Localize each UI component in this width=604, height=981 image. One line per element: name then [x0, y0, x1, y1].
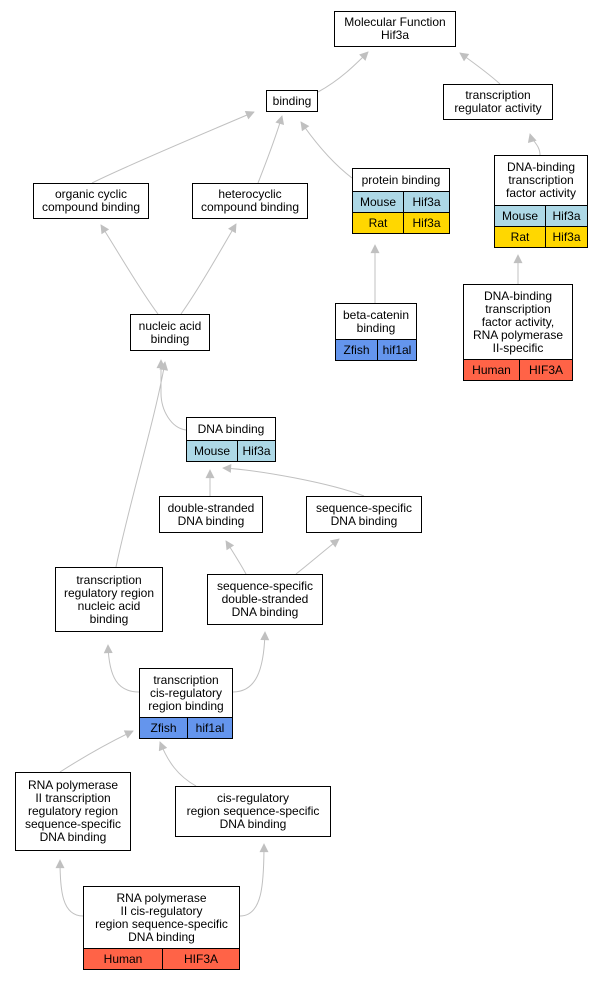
gene-cell: HIF3A	[162, 949, 239, 969]
is-a-edge	[158, 741, 197, 787]
node-label: sequence-specific DNA binding	[315, 500, 413, 528]
gene-cell: Hif3a	[545, 227, 587, 247]
species-cell: Zfish	[140, 718, 187, 738]
species-row-zfish: Zfish hif1al	[140, 717, 232, 738]
is-a-edge	[459, 52, 501, 85]
species-row-zfish: Zfish hif1al	[336, 339, 416, 360]
gene-cell: HIF3A	[519, 360, 572, 380]
node-cis-regulatory-region-sequence-specific-dna-binding[interactable]: cis-regulatory region sequence-specific …	[175, 786, 331, 837]
gene-cell: Hif3a	[237, 441, 275, 461]
is-a-edge	[115, 361, 169, 568]
is-a-edge	[239, 843, 269, 917]
node-transcription-regulatory-region-nucleic-acid-binding[interactable]: transcription regulatory region nucleic …	[55, 567, 163, 632]
is-a-edge	[257, 115, 285, 184]
gene-cell: Hif3a	[403, 192, 449, 212]
species-cell: Zfish	[336, 340, 377, 360]
is-a-edge	[156, 359, 187, 431]
node-transcription-regulator-activity[interactable]: transcription regulator activity	[443, 84, 553, 120]
is-a-edge	[103, 644, 140, 693]
is-a-edge	[225, 540, 247, 575]
node-label: heterocyclic compound binding	[200, 187, 300, 214]
species-cell: Mouse	[353, 192, 403, 212]
node-beta-catenin-binding[interactable]: beta-catenin binding Zfish hif1al	[335, 303, 417, 361]
node-label: sequence-specific double-stranded DNA bi…	[216, 579, 314, 619]
node-rna-pol-ii-cis-regulatory-region-dna-binding[interactable]: RNA polymerase II cis-regulatory region …	[83, 886, 240, 970]
species-row-mouse: Mouse Hif3a	[187, 440, 275, 461]
node-label: transcription regulatory region nucleic …	[63, 572, 155, 626]
is-a-edge	[180, 223, 237, 315]
node-sequence-specific-dna-binding[interactable]: sequence-specific DNA binding	[306, 496, 422, 533]
species-cell: Human	[464, 360, 519, 380]
node-rna-pol-ii-transcription-regulatory-region-dna-binding[interactable]: RNA polymerase II transcription regulato…	[15, 772, 131, 851]
node-label: RNA polymerase II transcription regulato…	[24, 778, 122, 844]
node-dna-binding[interactable]: DNA binding Mouse Hif3a	[186, 417, 276, 462]
species-row-mouse: Mouse Hif3a	[353, 191, 449, 212]
node-heterocyclic-compound-binding[interactable]: heterocyclic compound binding	[192, 183, 308, 219]
node-molecular-function[interactable]: Molecular Function Hif3a	[334, 11, 456, 47]
node-sequence-specific-double-stranded-dna-binding[interactable]: sequence-specific double-stranded DNA bi…	[207, 574, 323, 625]
gene-cell: hif1al	[377, 340, 416, 360]
is-a-edge	[55, 859, 84, 917]
is-a-edge	[317, 51, 369, 93]
gene-cell: hif1al	[187, 718, 232, 738]
is-a-edge	[232, 631, 270, 693]
species-cell: Rat	[353, 213, 403, 233]
species-cell: Human	[84, 949, 162, 969]
is-a-edge	[59, 730, 134, 773]
node-nucleic-acid-binding[interactable]: nucleic acid binding	[130, 314, 210, 351]
is-a-edge	[100, 224, 159, 315]
species-row-mouse: Mouse Hif3a	[495, 205, 587, 226]
species-row-human: Human HIF3A	[464, 359, 572, 380]
node-transcription-cis-regulatory-region-binding[interactable]: transcription cis-regulatory region bind…	[139, 668, 233, 739]
is-a-edge	[300, 121, 353, 179]
node-label: beta-catenin binding	[342, 307, 410, 335]
node-dna-binding-transcription-factor-activity-rna-pol-ii[interactable]: DNA-binding transcription factor activit…	[463, 284, 573, 381]
node-label: nucleic acid binding	[138, 318, 202, 346]
species-cell: Rat	[495, 227, 545, 247]
gene-cell: Hif3a	[403, 213, 449, 233]
species-row-human: Human HIF3A	[84, 948, 239, 969]
node-organic-cyclic-compound-binding[interactable]: organic cyclic compound binding	[33, 183, 149, 219]
node-label: Molecular Function Hif3a	[344, 15, 446, 42]
node-label: organic cyclic compound binding	[41, 187, 141, 214]
species-cell: Mouse	[187, 441, 237, 461]
node-label: double-stranded DNA binding	[167, 500, 255, 528]
node-label: RNA polymerase II cis-regulatory region …	[95, 890, 228, 944]
species-row-rat: Rat Hif3a	[495, 226, 587, 247]
node-label: transcription cis-regulatory region bind…	[148, 672, 224, 713]
is-a-edge	[527, 133, 541, 156]
is-a-edge	[295, 538, 340, 575]
species-row-rat: Rat Hif3a	[353, 212, 449, 233]
node-label: DNA binding	[197, 421, 265, 436]
node-label: transcription regulator activity	[454, 88, 542, 115]
node-label: cis-regulatory region sequence-specific …	[186, 791, 320, 831]
node-binding[interactable]: binding	[266, 90, 318, 112]
node-label: DNA-binding transcription factor activit…	[472, 288, 564, 355]
node-protein-binding[interactable]: protein binding Mouse Hif3a Rat Hif3a	[352, 168, 450, 234]
gene-cell: Hif3a	[545, 206, 587, 226]
species-cell: Mouse	[495, 206, 545, 226]
node-label: binding	[272, 93, 312, 108]
node-double-stranded-dna-binding[interactable]: double-stranded DNA binding	[159, 496, 263, 533]
node-dna-binding-transcription-factor-activity[interactable]: DNA-binding transcription factor activit…	[494, 155, 588, 248]
node-label: DNA-binding transcription factor activit…	[505, 160, 577, 200]
node-label: protein binding	[361, 172, 441, 187]
is-a-edge	[91, 111, 255, 184]
is-a-edge	[222, 463, 365, 497]
